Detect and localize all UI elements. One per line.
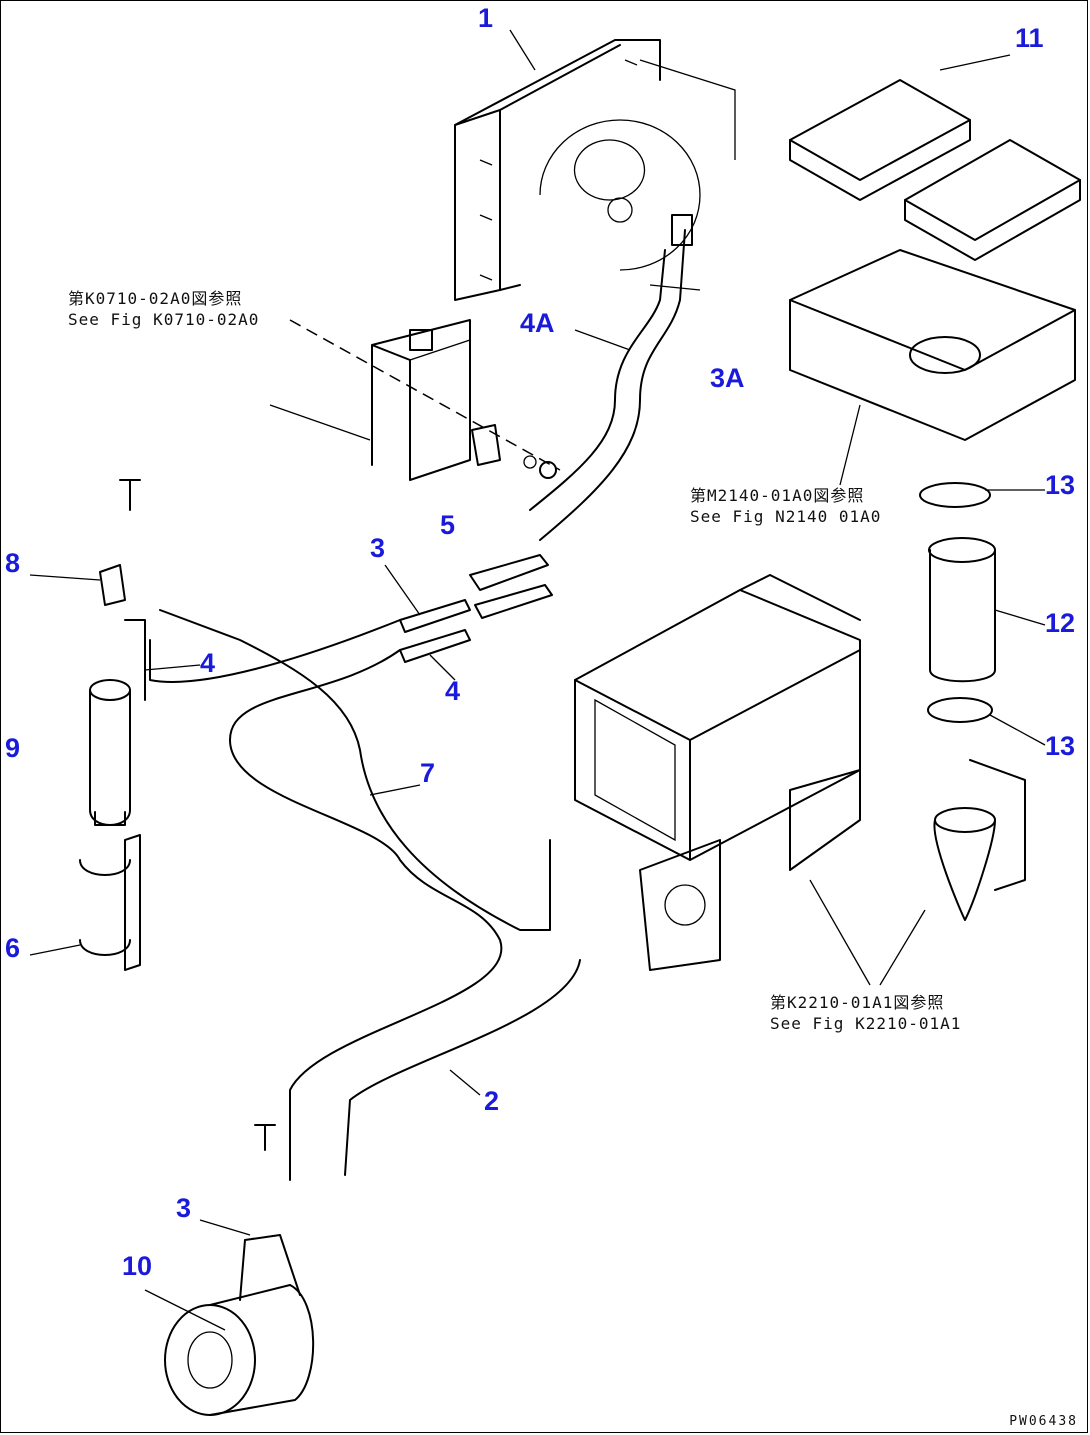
- reference-note-1: 第K0710-02A0図参照 See Fig K0710-02A0: [68, 288, 259, 330]
- drier-bracket-6: [79, 834, 141, 971]
- reference-note-3: 第K2210-01A1図参照 See Fig K2210-01A1: [770, 992, 961, 1034]
- clamps-duct: [919, 482, 1026, 921]
- callout-10: 10: [122, 1251, 153, 1281]
- callout-12: 12: [1045, 608, 1076, 638]
- fittings-3-4: [399, 554, 553, 663]
- callout-8: 8: [5, 548, 21, 578]
- callout-3A: 3A: [710, 363, 745, 393]
- leader-lines: [29, 29, 1046, 1331]
- callout-5: 5: [440, 510, 456, 540]
- callout-4-left: 4: [200, 648, 216, 678]
- callout-3-top: 3: [370, 533, 386, 563]
- receiver-drier: [89, 479, 146, 826]
- clip-part-5: [289, 319, 561, 479]
- callout-13-top: 13: [1045, 470, 1076, 500]
- compressor-10: [164, 1124, 315, 1416]
- callout-7: 7: [420, 758, 436, 788]
- callout-1: 1: [478, 3, 494, 33]
- callout-2: 2: [484, 1086, 500, 1116]
- condenser-assembly: [454, 39, 736, 301]
- reference-note-2-en: See Fig N2140 01A0: [690, 507, 882, 526]
- callout-13-bottom: 13: [1045, 731, 1076, 761]
- reference-note-1-en: See Fig K0710-02A0: [68, 310, 260, 329]
- mounting-bracket: [371, 319, 471, 481]
- reference-note-2-jp: 第M2140-01A0図参照: [690, 486, 865, 505]
- reference-note-1-jp: 第K0710-02A0図参照: [68, 289, 243, 308]
- callout-9: 9: [5, 733, 21, 763]
- filters-11: [789, 79, 1081, 261]
- hose-3A-4A: [529, 214, 693, 541]
- reference-note-3-en: See Fig K2210-01A1: [770, 1014, 962, 1033]
- callout-4A: 4A: [520, 308, 555, 338]
- callout-11: 11: [1015, 23, 1044, 53]
- drawing-code: PW06438: [1009, 1414, 1078, 1429]
- hose-7: [149, 609, 581, 1181]
- air-tray: [789, 249, 1076, 441]
- reference-note-3-jp: 第K2210-01A1図参照: [770, 993, 945, 1012]
- callout-4-mid: 4: [445, 676, 461, 706]
- callout-6: 6: [5, 933, 21, 963]
- reference-note-2: 第M2140-01A0図参照 See Fig N2140 01A0: [690, 485, 881, 527]
- air-conditioner-unit: [574, 574, 861, 971]
- callout-3-bottom: 3: [176, 1193, 192, 1223]
